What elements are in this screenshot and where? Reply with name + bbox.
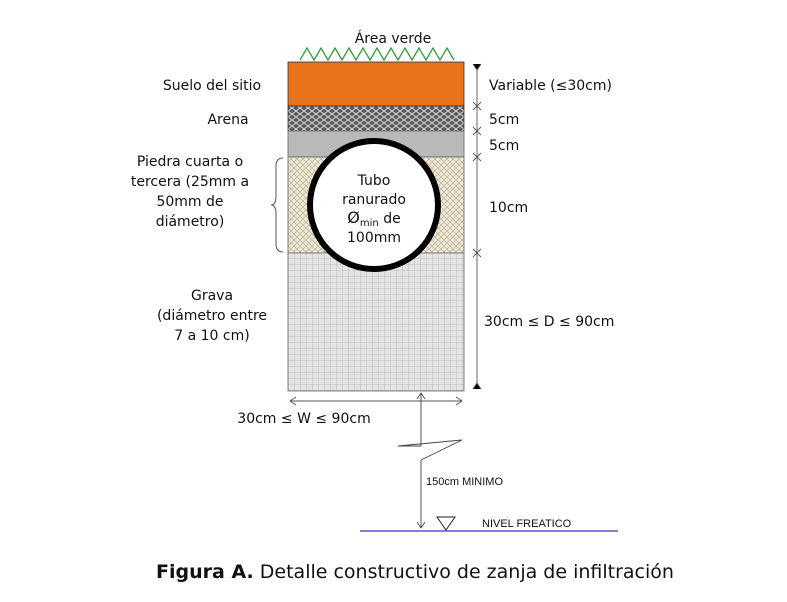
stone-brace xyxy=(270,157,284,253)
label-grava-1: Grava xyxy=(191,288,233,304)
dim-ancho: 30cm ≤ W ≤ 90cm xyxy=(237,411,370,427)
dim-grava: 30cm ≤ D ≤ 90cm xyxy=(484,314,614,330)
sand-layer xyxy=(287,105,465,132)
gravel-layer xyxy=(287,252,465,392)
label-piedra-3: 50mm de xyxy=(156,194,223,210)
dim-minimo: 150cm MINIMO xyxy=(426,476,503,488)
break-zigzag xyxy=(397,439,463,461)
pipe-diameter-rest: de xyxy=(379,211,401,227)
pipe-diameter-symbol: Ø xyxy=(347,208,360,227)
depth-arrow-bottom xyxy=(416,521,426,529)
label-piedra-4: diámetro) xyxy=(156,214,225,230)
dimension-ticks xyxy=(472,63,482,390)
width-arrow-right xyxy=(455,396,463,406)
label-piedra-1: Piedra cuarta o xyxy=(137,154,243,170)
dim-arena: 5cm xyxy=(489,112,519,128)
grass-icon xyxy=(299,46,455,62)
pipe-line-3: Ømin de xyxy=(347,208,400,229)
label-grava-3: 7 a 10 cm) xyxy=(174,328,249,344)
depth-arrow-top xyxy=(416,392,426,400)
water-table-label: NIVEL FREATICO xyxy=(482,518,572,530)
figure-caption: Figura A. Detalle constructivo de zanja … xyxy=(156,561,674,583)
dim-gris: 5cm xyxy=(489,138,519,154)
label-arena: Arena xyxy=(207,112,248,128)
pipe-circle xyxy=(307,138,441,272)
label-piedra-2: tercera (25mm a xyxy=(131,174,249,190)
pipe-line-2: ranurado xyxy=(342,192,406,208)
top-label: Área verde xyxy=(355,30,432,47)
pipe-line-1: Tubo xyxy=(357,173,391,189)
pipe-line-4: 100mm xyxy=(347,230,401,246)
soil-layer xyxy=(287,61,465,107)
pipe-diameter-sub: min xyxy=(360,218,379,229)
dim-variable: Variable (≤30cm) xyxy=(489,78,612,94)
water-table-icon xyxy=(436,516,456,531)
width-arrow-left xyxy=(289,396,297,406)
label-grava-2: (diámetro entre xyxy=(157,308,267,324)
dim-piedra: 10cm xyxy=(489,200,528,216)
caption-bold: Figura A. xyxy=(156,561,254,583)
label-suelo: Suelo del sitio xyxy=(163,78,261,94)
caption-text: Detalle constructivo de zanja de infiltr… xyxy=(254,561,674,583)
